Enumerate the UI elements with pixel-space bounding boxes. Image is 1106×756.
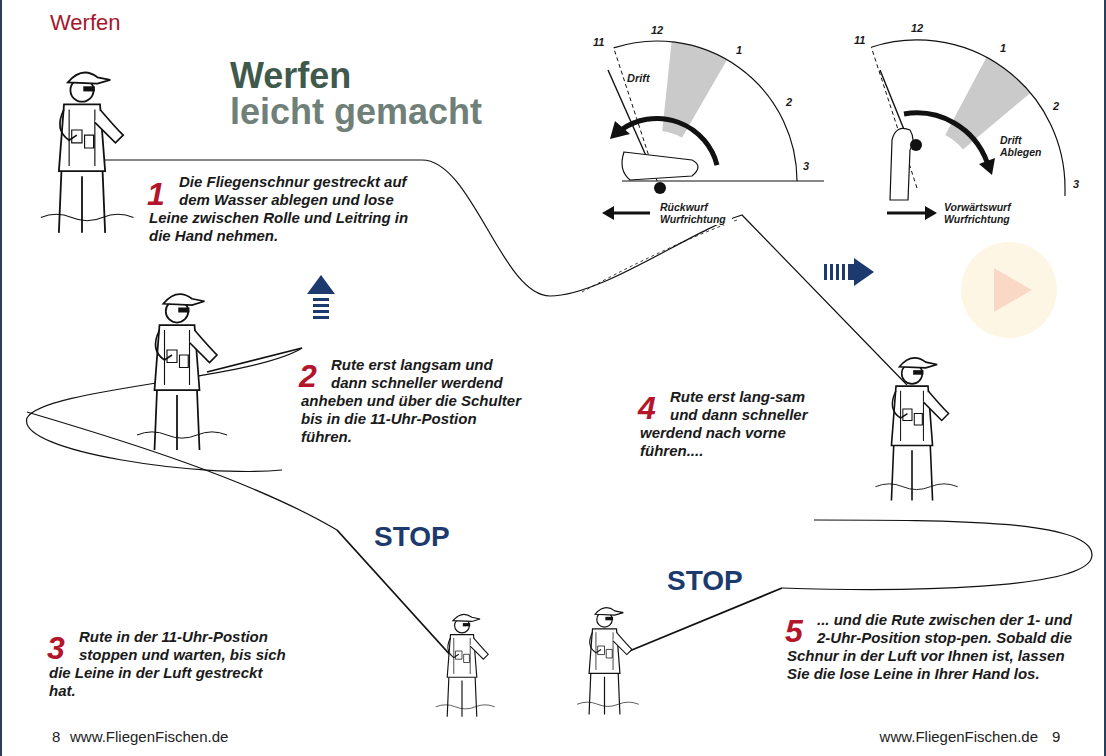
page-header: Werfen	[50, 10, 121, 36]
callout-number: 5	[785, 615, 803, 647]
callout-number: 1	[147, 178, 165, 210]
step-text: Rute erst langsam und dann schneller wer…	[301, 356, 523, 446]
direction-label: Vorwärtswurf Wurfrichtung	[944, 201, 1024, 225]
clock-label: Drift Ablegen	[1000, 134, 1052, 158]
clock-number: 11	[853, 34, 866, 47]
clock-number: 2	[1052, 100, 1060, 113]
callout-number: 2	[299, 360, 317, 392]
step-text: Rute erst lang-sam und dann schneller we…	[640, 388, 818, 460]
page-number: 9	[1052, 728, 1060, 746]
clock-number: 11	[592, 36, 605, 49]
clock-number: 3	[802, 160, 810, 173]
direction-label: Rückwurf Wurfrichtung	[660, 201, 732, 225]
footer-url: www.FliegenFischen.de	[70, 728, 228, 746]
clock-number: 3	[1072, 178, 1080, 191]
footer-url: www.FliegenFischen.de	[880, 728, 1038, 746]
stop-label: STOP	[667, 566, 743, 596]
step-text: ... und die Rute zwischen der 1- und 2-U…	[787, 611, 1077, 683]
diagram-title: Werfen leicht gemacht	[230, 58, 498, 130]
stop-label: STOP	[374, 522, 450, 552]
clock-number: 12	[650, 24, 664, 37]
callout-number: 3	[47, 632, 65, 664]
clock-number: 12	[910, 22, 924, 35]
clock-label: Drift	[626, 72, 651, 85]
step-text: Die Fliegenschnur gestreckt auf dem Wass…	[149, 173, 421, 245]
clock-number: 2	[785, 96, 793, 109]
page-number: 8	[52, 728, 60, 746]
clock-number: 1	[999, 42, 1007, 55]
step-text: Rute in der 11-Uhr-Postion stoppen und w…	[49, 628, 289, 700]
callout-number: 4	[638, 392, 656, 424]
clock-number: 1	[735, 44, 743, 57]
